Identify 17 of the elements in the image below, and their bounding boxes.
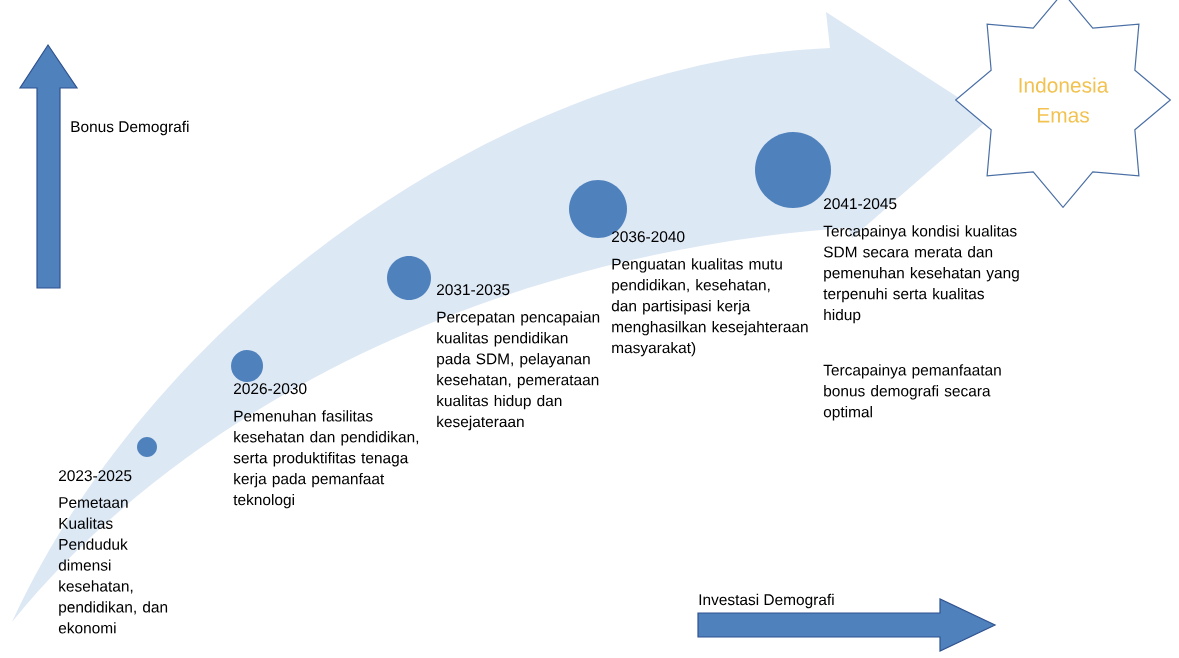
axis-label: Bonus Demografi	[71, 120, 189, 136]
description-text: Tercapainya pemanfaatan bonus demografi secara optimal	[823, 364, 1001, 421]
axis-label: Investasi Demografi	[699, 593, 834, 609]
year-label: 2036-2040	[612, 231, 685, 243]
year-label: 2023-2025	[59, 470, 132, 482]
milestone-circle	[387, 256, 431, 300]
node-label: Indonesia Emas	[1019, 77, 1109, 123]
description-text: Pemetaan Kualitas Penduduk dimensi kesehatan, pendidikan, dan ekonomi	[58, 497, 168, 634]
milestone-circle	[231, 350, 263, 382]
description-text: Pemenuhan fasilitas kesehatan dan pendidikan, serta produktifitas tenaga kerja pada pemanfaat teknologi	[233, 410, 419, 509]
description-text: Percepatan pencapaian kualitas pendidikan pada SDM, pelayanan kesehatan, pemerataan kualitas hidup dan kesejateraan	[437, 311, 600, 431]
year-label: 2026-2030	[234, 383, 307, 395]
milestone-circle	[137, 437, 157, 457]
year-label: 2031-2035	[437, 284, 510, 296]
year-label: 2041-2045	[824, 198, 897, 210]
description-text: Penguatan kualitas mutu pendidikan, kesehatan, dan partisipasi kerja menghasilkan kesejahteraan masyarakat)	[611, 258, 808, 357]
description-text: Tercapainya kondisi kualitas SDM secara merata dan pemenuhan kesehatan yang terpenuhi serta kualitas hidup	[823, 225, 1019, 324]
